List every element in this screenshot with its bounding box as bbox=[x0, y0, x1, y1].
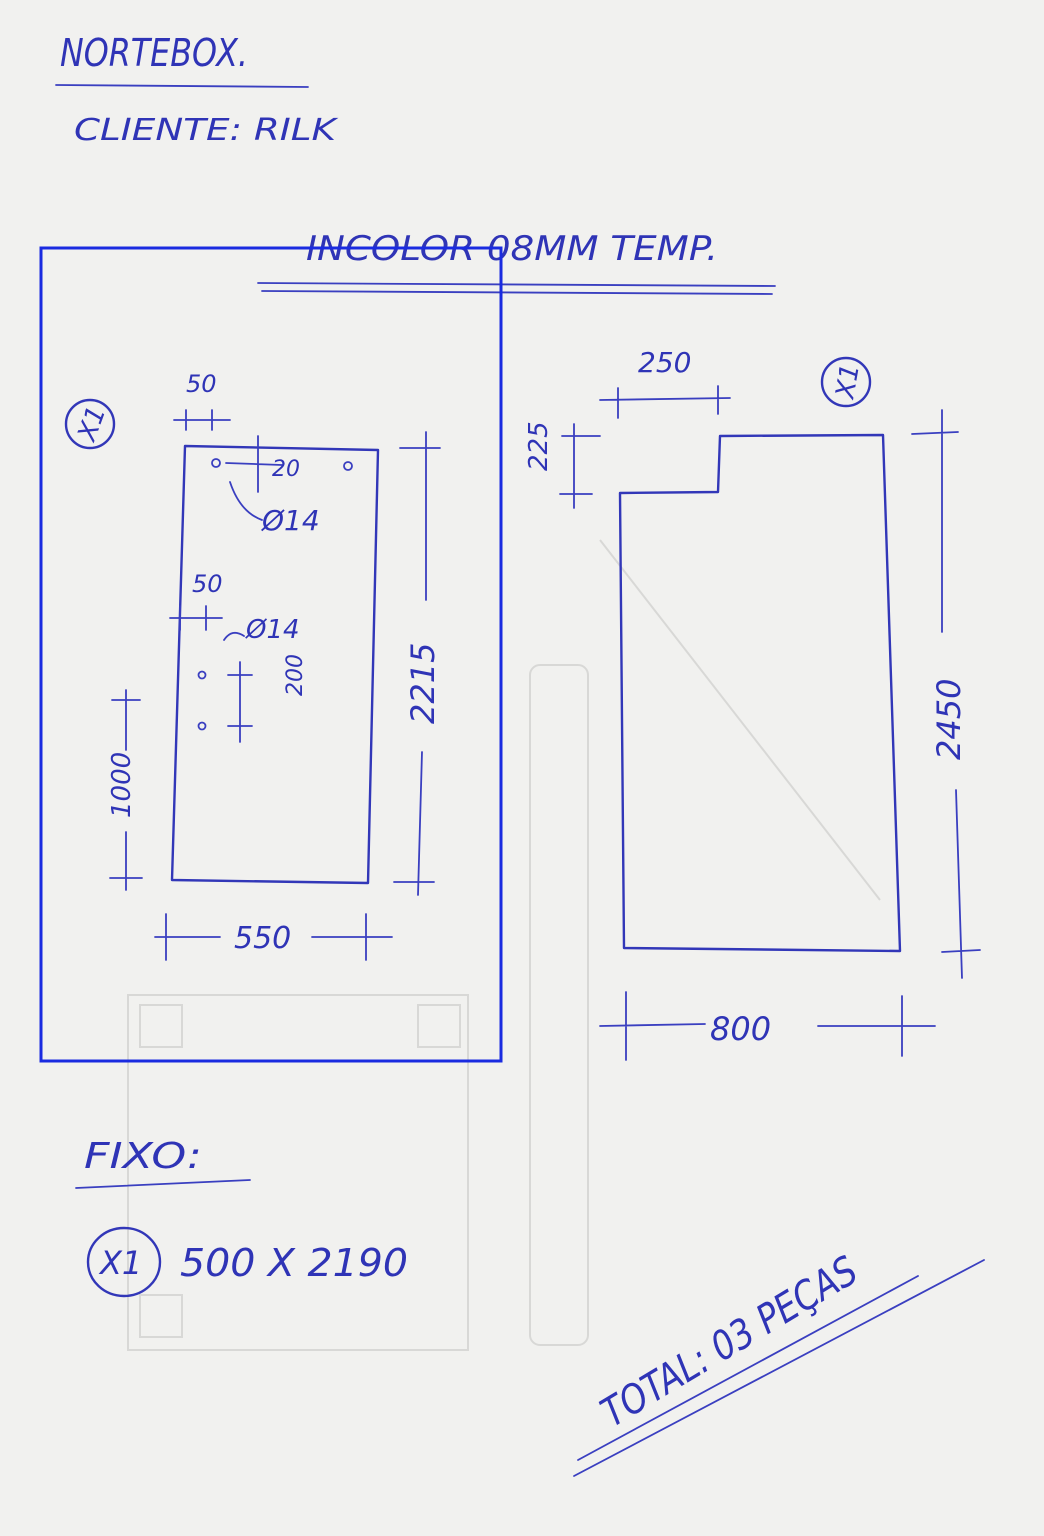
right-dim-width-line bbox=[599, 991, 936, 1061]
left-dim-height-from-floor: 1000 bbox=[107, 752, 137, 818]
right-dim-notch-height: 225 bbox=[524, 421, 554, 471]
total-note: TOTAL: 03 PEÇAS bbox=[573, 1248, 985, 1477]
right-dim-width: 800 bbox=[710, 1010, 771, 1048]
left-dim-width: 550 bbox=[234, 921, 291, 956]
left-dim-side-offset-line bbox=[169, 605, 223, 631]
left-dim-side-offset: 50 bbox=[192, 570, 223, 598]
fixed-panel-note: FIXO: X1 500 X 2190 bbox=[75, 1136, 408, 1298]
left-hole-diameter-top: Ø14 bbox=[261, 504, 320, 537]
right-dim-notch-height-line bbox=[559, 423, 601, 509]
fixed-qty-label: X1 bbox=[98, 1244, 142, 1282]
ghost-qr-corner bbox=[417, 1004, 461, 1048]
left-dim-hole-offset: 50 bbox=[186, 370, 217, 398]
left-dim-height: 2215 bbox=[404, 643, 442, 724]
ghost-printed-box bbox=[529, 664, 589, 1346]
total-underline-2 bbox=[573, 1259, 985, 1477]
company-name: NORTEBOX. bbox=[60, 31, 248, 75]
ghost-qr-corner bbox=[139, 1294, 183, 1338]
paper-show-through bbox=[127, 539, 881, 1351]
right-qty-circle bbox=[820, 356, 872, 408]
fixed-label: FIXO: bbox=[84, 1136, 202, 1177]
left-hole-top-2 bbox=[343, 461, 353, 471]
left-hole-diameter-side: Ø14 bbox=[245, 615, 300, 645]
right-dim-notch-width: 250 bbox=[638, 346, 691, 379]
left-qty-circle bbox=[64, 398, 116, 450]
left-hole-side-leader bbox=[223, 631, 245, 641]
left-dim-hole-offset-line bbox=[173, 409, 231, 431]
total-label: TOTAL: 03 PEÇAS bbox=[593, 1248, 865, 1437]
left-hole-side-2 bbox=[197, 721, 207, 731]
left-dim-width-line bbox=[154, 913, 393, 961]
left-hole-top-1 bbox=[211, 458, 221, 468]
left-piece: X1 50 20 Ø14 50 Ø14 200 1000 2215 550 bbox=[64, 370, 442, 961]
right-dim-height-line bbox=[911, 409, 981, 979]
left-glass-outline bbox=[170, 444, 380, 885]
glass-spec-underline-2 bbox=[261, 290, 773, 295]
fixed-underline bbox=[75, 1179, 251, 1189]
left-dim-hole-spacing: 200 bbox=[283, 654, 308, 696]
left-qty-label: X1 bbox=[72, 402, 113, 446]
right-dim-height: 2450 bbox=[930, 679, 968, 760]
ghost-qr-corner bbox=[139, 1004, 183, 1048]
right-glass-outline bbox=[618, 433, 902, 953]
left-hole-top-leader bbox=[229, 481, 263, 521]
selection-box[interactable] bbox=[39, 246, 503, 1063]
header: NORTEBOX. CLIENTE: RILK INCOLOR 08MM TEM… bbox=[55, 31, 776, 295]
left-dim-height-from-floor-line bbox=[109, 689, 143, 891]
left-dim-hole-gap-line bbox=[225, 435, 283, 493]
glass-spec-underline bbox=[257, 282, 776, 287]
client-name: CLIENTE: RILK bbox=[74, 113, 339, 148]
left-hole-side-1 bbox=[197, 670, 207, 680]
fixed-size: 500 X 2190 bbox=[180, 1241, 408, 1285]
ghost-qr-code bbox=[127, 994, 469, 1351]
right-piece: X1 250 225 2450 800 bbox=[524, 346, 981, 1061]
total-underline bbox=[577, 1275, 919, 1461]
right-dim-notch-width-line bbox=[599, 385, 731, 419]
ghost-line bbox=[599, 539, 881, 901]
company-underline bbox=[55, 84, 309, 88]
left-dim-hole-spacing-line bbox=[227, 661, 253, 743]
left-dim-height-line bbox=[393, 431, 441, 896]
right-qty-label: X1 bbox=[830, 362, 866, 403]
left-dim-hole-gap: 20 bbox=[272, 457, 300, 482]
fixed-qty-circle bbox=[86, 1226, 162, 1298]
